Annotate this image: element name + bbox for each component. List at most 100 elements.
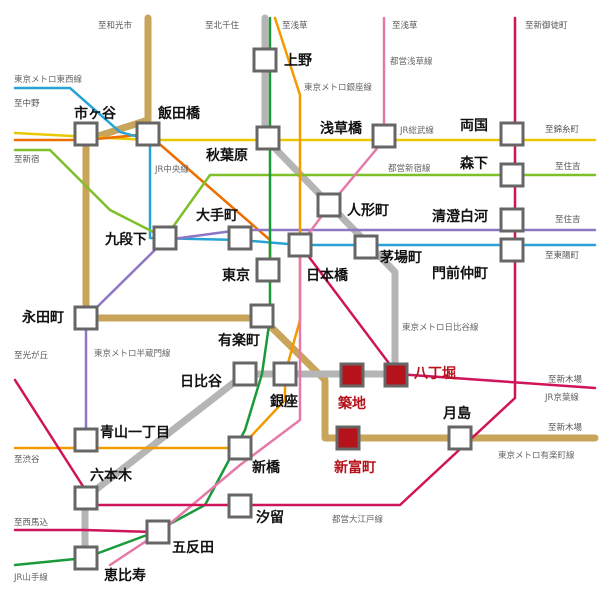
- station-nihonbashi[interactable]: 日本橋: [287, 232, 349, 284]
- line-label-hibiya: 東京メトロ日比谷線: [402, 322, 479, 333]
- station-otemachi[interactable]: 大手町: [196, 207, 253, 251]
- station-marker-nihonbashi[interactable]: [287, 232, 313, 258]
- yamanote-line-path: [13, 16, 272, 567]
- station-marker-roppongi[interactable]: [73, 485, 99, 511]
- station-shintomicho[interactable]: 新富町: [334, 425, 376, 476]
- station-marker-ebisu[interactable]: [73, 545, 99, 571]
- station-tsukiji[interactable]: 築地: [337, 362, 366, 412]
- station-roppongi[interactable]: 六本木: [73, 467, 133, 511]
- dir-label-shinmisato: 至新御徒町: [525, 20, 568, 31]
- station-marker-aoyama[interactable]: [73, 427, 99, 453]
- station-marker-ueno[interactable]: [252, 47, 278, 73]
- station-ebisu[interactable]: 恵比寿: [73, 545, 146, 584]
- station-marker-tsukishima[interactable]: [447, 425, 473, 451]
- dir-label-asakusa-1: 至浅草: [282, 20, 308, 31]
- station-label-hatchobori: 八丁堀: [413, 366, 456, 382]
- station-label-ebisu: 恵比寿: [104, 567, 146, 584]
- line-label-oedo: 都営大江戸線: [332, 514, 384, 525]
- station-morishita[interactable]: 森下: [460, 155, 525, 188]
- station-shinbashi[interactable]: 新橋: [227, 435, 281, 476]
- line-label-yamanote: JR山手線: [13, 572, 48, 583]
- station-label-yurakucho: 有楽町: [218, 332, 260, 349]
- toei-asakusa-line-path: [108, 16, 386, 567]
- station-marker-asakusabashi[interactable]: [371, 123, 397, 149]
- station-iidabashi[interactable]: 飯田橋: [135, 105, 201, 147]
- station-marker-shiodome[interactable]: [227, 493, 253, 519]
- oedo-west-path: [13, 528, 157, 534]
- station-marker-ningyocho[interactable]: [316, 192, 342, 218]
- station-hibiya[interactable]: 日比谷: [180, 361, 258, 390]
- dir-label-shibuya: 至渋谷: [14, 454, 40, 465]
- station-marker-hibiya[interactable]: [232, 361, 258, 387]
- station-label-shiodome: 汐留: [256, 509, 284, 526]
- line-label-asakusa: 都営浅草線: [390, 56, 433, 67]
- dir-label-kitasenju: 至北千住: [205, 20, 240, 31]
- station-tsukishima[interactable]: 月島: [442, 405, 473, 451]
- dir-label-shinjuku: 至新宿: [14, 154, 40, 165]
- station-label-tokyo: 東京: [222, 267, 250, 284]
- station-label-ginza: 銀座: [270, 393, 298, 410]
- station-marker-ichigaya[interactable]: [73, 121, 99, 147]
- toei-shinjuku-line-path: [13, 148, 597, 240]
- station-marker-kayabacho[interactable]: [353, 234, 379, 260]
- station-label-iidabashi: 飯田橋: [157, 105, 201, 122]
- station-tokyo[interactable]: 東京: [222, 257, 281, 284]
- station-label-morishita: 森下: [460, 155, 488, 172]
- line-label-sobu: JR総武線: [399, 125, 434, 136]
- station-marker-tokyo[interactable]: [255, 257, 281, 283]
- station-label-ueno: 上野: [284, 53, 312, 69]
- line-label-yurakucho: 東京メトロ有楽町線: [498, 450, 575, 461]
- station-shiodome[interactable]: 汐留: [227, 493, 284, 526]
- station-kudanshita[interactable]: 九段下: [104, 225, 178, 251]
- station-ningyocho[interactable]: 人形町: [316, 192, 389, 219]
- station-marker-kiyosumi[interactable]: [499, 207, 525, 233]
- station-marker-fill-shintomicho: [339, 429, 357, 447]
- station-marker-iidabashi[interactable]: [135, 121, 161, 147]
- station-marker-ginza[interactable]: [272, 361, 298, 387]
- station-marker-monzen[interactable]: [499, 237, 525, 263]
- line-label-keiyo: JR京葉線: [544, 392, 579, 403]
- station-marker-akihabara[interactable]: [255, 125, 281, 151]
- station-marker-gotanda[interactable]: [145, 519, 171, 545]
- line-label-hanzomon: 東京メトロ半蔵門線: [94, 348, 171, 359]
- line-label-ginza: 東京メトロ銀座線: [304, 82, 373, 93]
- station-gotanda[interactable]: 五反田: [145, 519, 214, 556]
- station-asakusabashi[interactable]: 浅草橋: [320, 120, 397, 149]
- station-label-shintomicho: 新富町: [334, 459, 376, 476]
- dir-label-asakusa-2: 至浅草: [392, 20, 418, 31]
- station-marker-shinbashi[interactable]: [227, 435, 253, 461]
- station-monzen[interactable]: 門前仲町: [432, 237, 525, 282]
- station-label-otemachi: 大手町: [196, 207, 238, 224]
- dir-label-shinkiba: 至新木場: [548, 374, 583, 385]
- station-marker-yurakucho[interactable]: [249, 303, 275, 329]
- station-label-asakusabashi: 浅草橋: [320, 120, 363, 137]
- dir-label-hikarigaoka: 至光が丘: [14, 350, 49, 361]
- station-ichigaya[interactable]: 市ヶ谷: [73, 105, 117, 147]
- station-label-aoyama: 青山一丁目: [100, 424, 170, 441]
- station-kayabacho[interactable]: 茅場町: [353, 234, 422, 266]
- line-label-shinjuku: 都営新宿線: [388, 163, 431, 174]
- station-marker-morishita[interactable]: [499, 162, 525, 188]
- station-label-kiyosumi: 清澄白河: [432, 208, 488, 225]
- station-nagatacho[interactable]: 永田町: [21, 305, 99, 331]
- station-aoyama[interactable]: 青山一丁目: [73, 424, 170, 453]
- station-label-kayabacho: 茅場町: [380, 249, 422, 266]
- station-kiyosumi[interactable]: 清澄白河: [432, 207, 525, 233]
- station-marker-otemachi[interactable]: [227, 225, 253, 251]
- station-marker-kudanshita[interactable]: [152, 225, 178, 251]
- station-ginza[interactable]: 銀座: [270, 361, 298, 410]
- station-hatchobori[interactable]: 八丁堀: [383, 362, 456, 388]
- station-ryogoku[interactable]: 両国: [460, 118, 525, 147]
- station-ueno[interactable]: 上野: [252, 47, 312, 73]
- dir-label-nakano: 至中野: [14, 98, 40, 109]
- station-yurakucho[interactable]: 有楽町: [218, 303, 275, 349]
- station-akihabara[interactable]: 秋葉原: [206, 125, 281, 164]
- station-label-roppongi: 六本木: [90, 467, 133, 484]
- line-label-tozai: 東京メトロ東西線: [14, 74, 83, 85]
- station-marker-nagatacho[interactable]: [73, 305, 99, 331]
- station-label-gotanda: 五反田: [172, 539, 214, 556]
- dir-label-sumiyoshi: 至住吉: [555, 161, 581, 172]
- station-marker-ryogoku[interactable]: [499, 121, 525, 147]
- station-label-akihabara: 秋葉原: [206, 147, 248, 164]
